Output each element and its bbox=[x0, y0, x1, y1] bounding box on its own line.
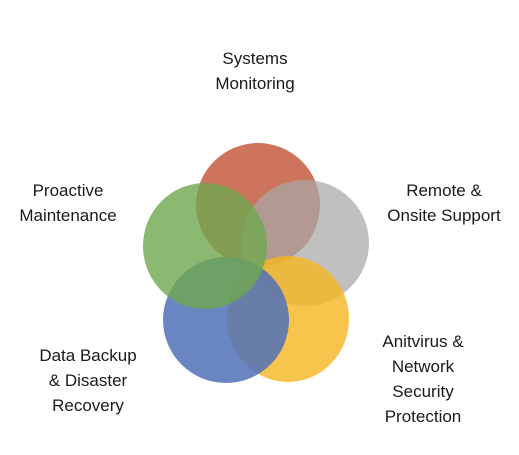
label-line: & Disaster bbox=[48, 371, 128, 390]
label-data-backup: Data Backup & Disaster Recovery bbox=[18, 343, 158, 418]
label-line: Systems bbox=[222, 49, 288, 68]
label-antivirus-network-security: Anitvirus & Network Security Protection bbox=[356, 329, 490, 429]
label-line: Recovery bbox=[52, 396, 124, 415]
label-line: Data Backup bbox=[39, 346, 137, 365]
label-line: Protection bbox=[384, 407, 462, 426]
label-line: Proactive bbox=[32, 181, 104, 200]
label-line: Maintenance bbox=[19, 206, 117, 225]
label-line: Remote & bbox=[406, 181, 482, 200]
label-line: Security bbox=[392, 382, 454, 401]
label-line: Anitvirus & bbox=[382, 332, 464, 351]
label-remote-onsite-support: Remote & Onsite Support bbox=[374, 178, 514, 228]
label-line: Monitoring bbox=[215, 74, 295, 93]
petal-proactive bbox=[143, 183, 267, 309]
label-line: Onsite Support bbox=[387, 206, 501, 225]
label-line: Network bbox=[391, 357, 455, 376]
label-proactive-maintenance: Proactive Maintenance bbox=[0, 178, 136, 228]
label-systems-monitoring: Systems Monitoring bbox=[170, 46, 340, 96]
